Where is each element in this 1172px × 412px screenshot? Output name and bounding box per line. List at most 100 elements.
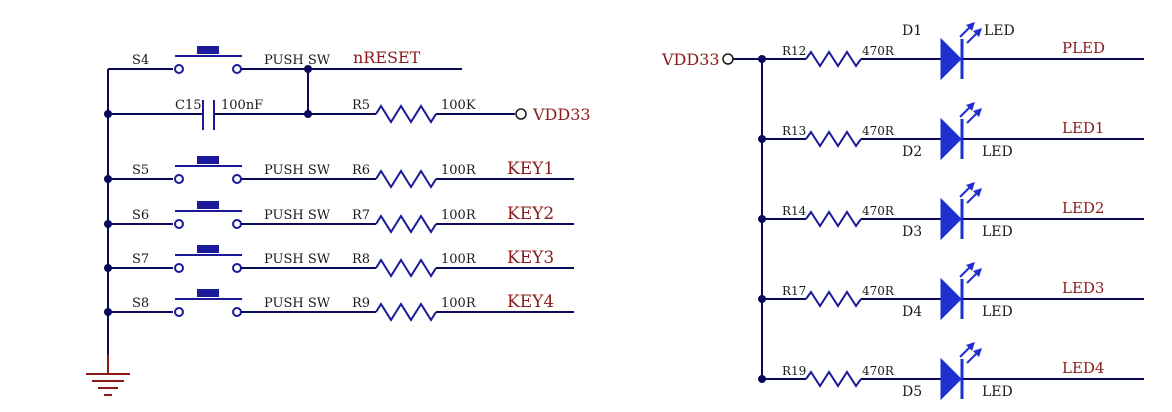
led-row: R17 470R D4 LED LED3 (758, 262, 1144, 321)
resistor-icon (805, 50, 862, 68)
junction-dot (758, 375, 766, 383)
switch-ref-label: S8 (132, 296, 149, 311)
switch-ref-label: S5 (132, 163, 149, 178)
junction-dot (758, 295, 766, 303)
diode-value-label: LED (982, 224, 1013, 240)
led-diode-icon (940, 102, 982, 161)
cap-ref-label: C15 (175, 98, 202, 113)
res-value-label: 100K (441, 98, 476, 113)
resistor-icon (375, 169, 437, 189)
key-row: S6 PUSH SW R7 100R KEY2 (104, 201, 574, 234)
supply-port-icon (722, 53, 734, 65)
res-value-label: 100R (441, 208, 477, 223)
diode-ref-label: D4 (902, 304, 922, 320)
diode-value-label: LED (982, 384, 1013, 400)
led-row: R19 470R D5 LED LED4 (758, 342, 1144, 401)
left-section: S4 PUSH SW nRESET C15 100nF R5 100K VDD3… (86, 46, 591, 396)
res-ref-label: R7 (352, 208, 370, 223)
res-ref-label: R14 (782, 204, 807, 218)
junction-dot (104, 175, 112, 183)
net-label-led: LED1 (1062, 119, 1104, 137)
junction-dot (104, 110, 112, 118)
push-switch-icon (174, 46, 242, 74)
res-ref-label: R9 (352, 296, 370, 311)
junction-dot (104, 308, 112, 316)
res-value-label: 100R (441, 163, 477, 178)
net-label-key: KEY3 (507, 248, 554, 268)
net-label-vdd33-right: VDD33 (661, 50, 720, 69)
net-label-led: LED4 (1062, 359, 1104, 377)
resistor-icon (805, 210, 862, 228)
resistor-icon (805, 370, 862, 388)
res-ref-label: R6 (352, 163, 370, 178)
resistor-icon (805, 290, 862, 308)
led-diode-icon (940, 342, 982, 401)
net-label-key: KEY4 (507, 292, 554, 312)
capacitor-row: C15 100nF R5 100K VDD33 (104, 69, 591, 130)
led-diode-icon (940, 182, 982, 241)
net-label-key: KEY2 (507, 204, 554, 224)
led-row: R14 470R D3 LED LED2 (758, 182, 1144, 241)
switch-ref-label: S4 (132, 53, 149, 68)
diode-value-label: LED (982, 144, 1013, 160)
switch-ref-label: S7 (132, 252, 149, 267)
res-ref-label: R8 (352, 252, 370, 267)
res-ref-label: R17 (782, 284, 806, 298)
supply-port-icon (515, 108, 527, 120)
push-switch-icon (174, 245, 242, 273)
res-value-label: 100R (441, 296, 477, 311)
res-value-label: 470R (862, 44, 895, 58)
key-row: S7 PUSH SW R8 100R KEY3 (104, 245, 574, 278)
resistor-icon (375, 214, 437, 234)
push-switch-icon (174, 289, 242, 317)
switch-value-label: PUSH SW (264, 163, 331, 178)
switch-value-label: PUSH SW (264, 296, 331, 311)
junction-dot (104, 220, 112, 228)
junction-dot (758, 135, 766, 143)
switch-ref-label: S6 (132, 208, 149, 223)
key-row: S5 PUSH SW R6 100R KEY1 (104, 156, 574, 189)
diode-value-label: LED (984, 23, 1015, 39)
push-switch-icon (174, 201, 242, 229)
res-ref-label: R5 (352, 98, 370, 113)
switch-value-label: PUSH SW (264, 252, 331, 267)
res-value-label: 470R (862, 284, 895, 298)
cap-value-label: 100nF (221, 98, 263, 113)
resistor-icon (375, 104, 437, 124)
res-value-label: 470R (862, 364, 895, 378)
net-label-led: LED2 (1062, 199, 1104, 217)
diode-ref-label: D3 (902, 224, 922, 240)
net-label-led: LED3 (1062, 279, 1104, 297)
diode-ref-label: D1 (902, 23, 922, 39)
reset-row: S4 PUSH SW nRESET (108, 46, 462, 74)
led-diode-icon (940, 22, 982, 81)
junction-dot (758, 55, 766, 63)
net-label-vdd33: VDD33 (532, 105, 591, 124)
junction-dot (758, 215, 766, 223)
capacitor-icon (202, 100, 215, 130)
res-value-label: 470R (862, 204, 895, 218)
diode-value-label: LED (982, 304, 1013, 320)
ground-icon (86, 355, 130, 396)
res-ref-label: R19 (782, 364, 806, 378)
res-ref-label: R13 (782, 124, 806, 138)
res-value-label: 100R (441, 252, 477, 267)
net-label-led: PLED (1062, 39, 1105, 57)
led-diode-icon (940, 262, 982, 321)
junction-dot (104, 264, 112, 272)
net-label-key: KEY1 (507, 159, 554, 179)
diode-ref-label: D5 (902, 384, 922, 400)
switch-value-label: PUSH SW (264, 53, 331, 68)
resistor-icon (805, 130, 862, 148)
switch-value-label: PUSH SW (264, 208, 331, 223)
resistor-icon (375, 302, 437, 322)
push-switch-icon (174, 156, 242, 184)
res-value-label: 470R (862, 124, 895, 138)
